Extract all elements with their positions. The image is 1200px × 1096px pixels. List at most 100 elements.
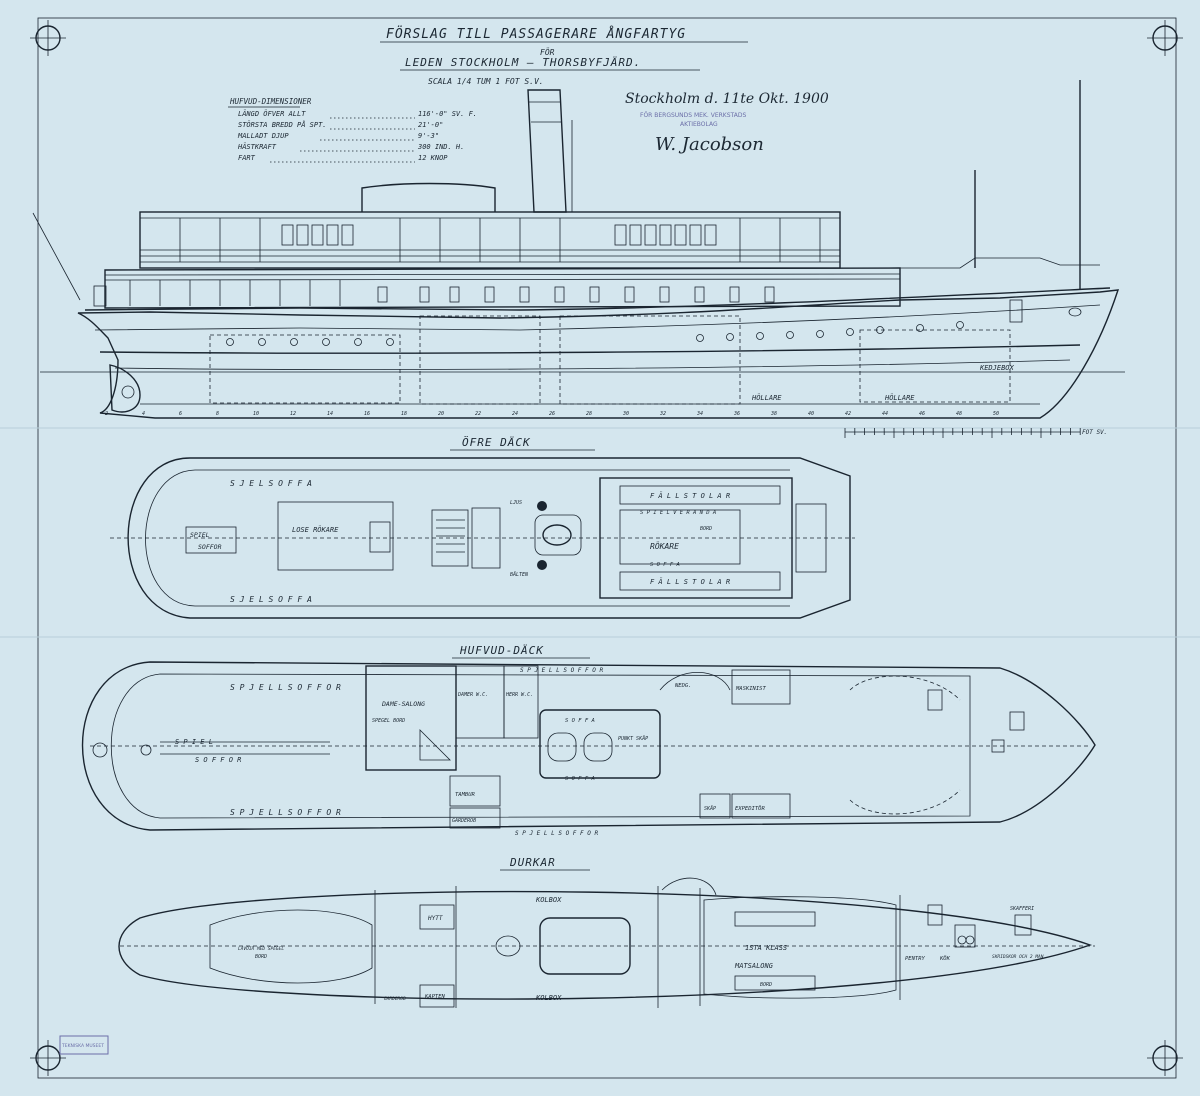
dim-label: HÄSTKRAFT [237, 142, 277, 151]
plan-title: FÖRSLAG TILL PASSAGERARE ÅNGFARTYG [386, 25, 686, 42]
captain-cabin-label: KAPTEN [424, 994, 446, 1000]
hold-label: HÖLLARE [884, 393, 915, 402]
wardrobe-label: GARDEROB [452, 818, 476, 824]
frame-number: 16 [364, 411, 370, 417]
pantry-store-label: SKAFFERI [1010, 906, 1034, 912]
dim-value: 9'-3" [418, 132, 439, 140]
pantry-label: PENTRY [905, 956, 926, 962]
frame-number: 22 [475, 411, 481, 417]
purser-label: EXPEDITÖR [735, 805, 765, 812]
frame-number: 10 [253, 411, 259, 417]
frame-number: 42 [845, 411, 851, 417]
table-label: BORD [255, 954, 267, 960]
cabin-label: HYTT [427, 915, 443, 922]
stair-down-label: NEDG. [674, 683, 692, 689]
signature: W. Jacobson [655, 134, 764, 155]
section-title-durkar: DURKAR [509, 856, 556, 869]
aft-bench-label: SOFFOR [198, 543, 222, 551]
frame-number: 48 [956, 411, 962, 417]
coal-bunker-label: KOLBOX [535, 994, 562, 1002]
mirror-table-label: SPEGEL BORD [372, 718, 405, 724]
bench-label: S P J E L L S O F F O R [515, 830, 598, 837]
ladies-wc-label: DAMER W.C. [457, 692, 488, 698]
museum-stamp [59, 1035, 109, 1055]
coal-bunker-label: KOLBOX [535, 896, 562, 904]
registration-mark-icon [1147, 1040, 1183, 1076]
sheet-border [37, 17, 1177, 1079]
table-label: BORD [700, 526, 712, 532]
registration-mark-icon [30, 20, 66, 56]
frame-number: 4 [142, 411, 145, 417]
smoking-area-label: LOSE RÖKARE [292, 525, 339, 534]
bench-label: S P J E L L S O F F O R [230, 683, 341, 692]
smoking-saloon-label: RÖKARE [650, 541, 679, 551]
dim-label: STÖRSTA BREDD PÅ SPT. [238, 120, 327, 129]
section-title-ofre: ÖFRE DÄCK [462, 436, 531, 449]
bench-label: S P J E L L S O F F O R [230, 808, 341, 817]
section-title-hufvud: HUFVUD-DÄCK [459, 644, 544, 657]
galley-label: KÖK [939, 955, 951, 962]
route-text: LEDEN STOCKHOLM – THORSBYFJÄRD. [405, 56, 641, 69]
wardrobe-label: GARDEROB [384, 996, 406, 1002]
hold-label: HÖLLARE [751, 393, 782, 402]
frame-number: 20 [438, 411, 444, 417]
folding-chairs-label: F Ä L L S T O L A R [650, 491, 730, 500]
upper-deck-plan: S J E L S O F F A S J E L S O F F A SPIE… [110, 457, 855, 619]
place-date: Stockholm d. 11te Okt. 1900 [625, 91, 829, 107]
frame-number: 32 [659, 411, 666, 417]
ladies-saloon-label: DAME-SALONG [381, 700, 425, 708]
dim-value: 300 IND. H. [417, 143, 464, 151]
frame-number: 36 [733, 411, 740, 417]
frame-number: 18 [401, 411, 407, 417]
frame-number: 50 [993, 411, 999, 417]
frame-number: 8 [216, 411, 219, 417]
dining-saloon-label: MATSALONG [734, 962, 774, 970]
frame-number: 38 [770, 411, 777, 417]
dim-label: MALLADT DJUP [237, 132, 289, 140]
sofa-label: S O F F A [565, 776, 595, 782]
lower-deck-plan: KOLBOX KOLBOX BORD LAVOIR MED SPEGEL HYT… [118, 877, 1095, 1008]
frame-number: 30 [622, 411, 629, 417]
bench-label: S J E L S O F F A [230, 595, 312, 604]
cupboard-label: PUNKT SKÅP [618, 735, 648, 742]
frame-number: 14 [327, 411, 333, 417]
registration-mark-icon [1147, 20, 1183, 56]
frame-number: 40 [808, 411, 814, 417]
frame-number: 26 [549, 411, 555, 417]
skylight-label: LJUS [510, 500, 522, 506]
bench-label: S J E L S O F F A [230, 479, 312, 488]
bench-label: S O F F O R [195, 756, 241, 764]
dimensions-table: LÄNGD ÖFVER ALLT 116'-0" SV. F. STÖRSTA … [237, 109, 477, 163]
scale-text: SCALA 1/4 TUM 1 FOT S.V. [428, 77, 544, 86]
dim-value: 21'-0" [418, 121, 443, 129]
dimensions-heading: HUFVUD-DIMENSIONER [229, 97, 312, 106]
frame-number: 44 [882, 411, 888, 417]
main-deck-plan: S P J E L L S O F F O R S P J E L L S O … [81, 661, 1096, 837]
dim-label: LÄNGD ÖFVER ALLT [238, 109, 306, 118]
route-prefix: FÖR [540, 47, 555, 57]
dim-value: 116'-0" SV. F. [418, 110, 477, 118]
frame-number: 46 [919, 411, 925, 417]
vestibule-label: TAMBUR [455, 792, 476, 798]
frame-number: 12 [290, 411, 296, 417]
engineer-cabin-label: MASKINIST [735, 686, 766, 692]
frame-number: 6 [179, 411, 182, 417]
sofa-label: S O F F A [565, 718, 595, 724]
scale-bar: FOT SV. [844, 428, 1107, 438]
sofa-label: S O F F A [650, 562, 680, 568]
frame-number: 2 [105, 411, 108, 417]
first-class-label: 1STA KLASS [745, 944, 787, 952]
forepeak-label: SKRIDSKOR OCH 2 MAN [992, 954, 1044, 960]
folding-chairs-label: F Ä L L S T O L A R [650, 577, 730, 586]
museum-stamp-text: TEKNISKA MUSEET [61, 1043, 104, 1049]
dim-label: FART [238, 154, 256, 162]
locker-label: SKÅP [704, 805, 716, 812]
washstand-label: LAVOIR MED SPEGEL [238, 946, 284, 952]
skylight-label: BÄLTEN [510, 571, 529, 578]
company-stamp: FÖR BERGSUNDS MEK. VERKSTADS [640, 112, 746, 119]
company-stamp: AKTIEBOLAG [680, 121, 718, 128]
